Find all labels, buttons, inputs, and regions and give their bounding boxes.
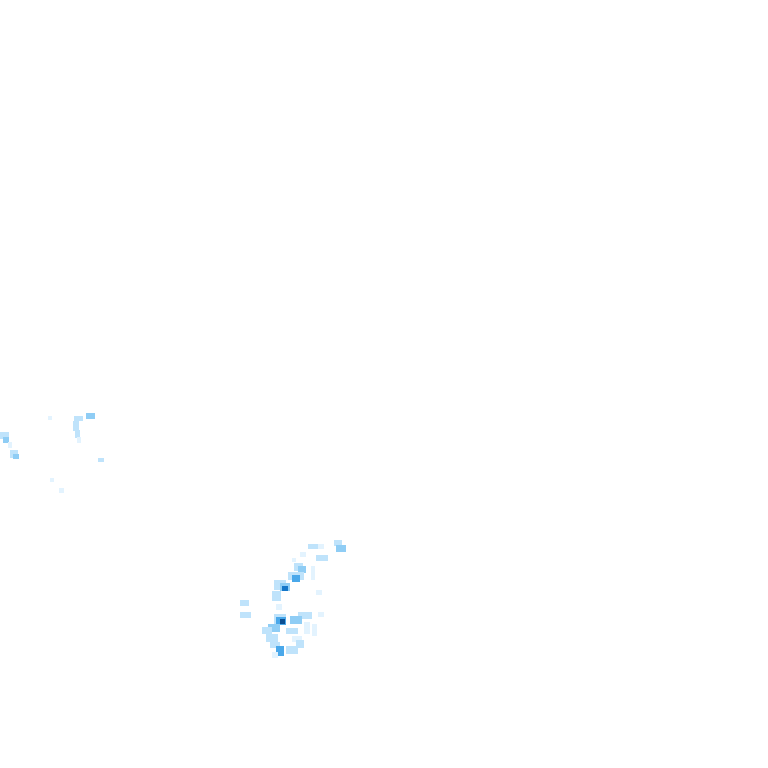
echo-cell [286,646,298,654]
echo-cell [276,646,284,656]
echo-cell [266,634,278,642]
echo-cell [3,437,9,443]
southern-echo-cluster [240,540,346,658]
echo-cell [98,458,104,462]
echo-cell [50,478,54,482]
echo-cell [59,488,64,493]
echo-cell [268,624,280,632]
echo-cell [74,416,83,421]
echo-cell [298,612,312,619]
echo-cell [308,544,318,549]
echo-cell [48,416,52,420]
echo-cell [282,586,288,591]
echo-cell [0,432,9,439]
echo-cell [304,622,310,634]
echo-cell [276,604,282,610]
western-echo-cluster [0,413,104,493]
echo-cell [73,421,79,431]
echo-cell [272,652,278,658]
echo-cell [296,640,304,648]
echo-cell [290,616,302,624]
echo-cell [286,628,298,634]
echo-cell [298,566,306,573]
echo-cell [300,552,306,557]
echo-cell [292,558,296,562]
echo-cell [316,555,328,561]
echo-cell [86,413,95,419]
echo-cell [77,437,81,443]
echo-cell [262,627,272,634]
echo-cell [270,642,280,648]
echo-cell [292,575,300,582]
echo-cell [240,600,249,606]
echo-cell [75,430,80,438]
echo-cell [8,442,12,448]
echo-cell [240,612,251,618]
echo-cell [334,540,342,546]
echo-cell [272,591,281,601]
echo-cell [312,624,317,636]
echo-cell [318,612,324,617]
echo-cell [336,545,346,552]
echo-cell [280,619,285,624]
echo-cell [316,590,322,595]
echo-cell [311,566,315,580]
echo-cell [292,636,302,642]
echo-cell [13,454,19,459]
echo-cell [318,544,324,549]
